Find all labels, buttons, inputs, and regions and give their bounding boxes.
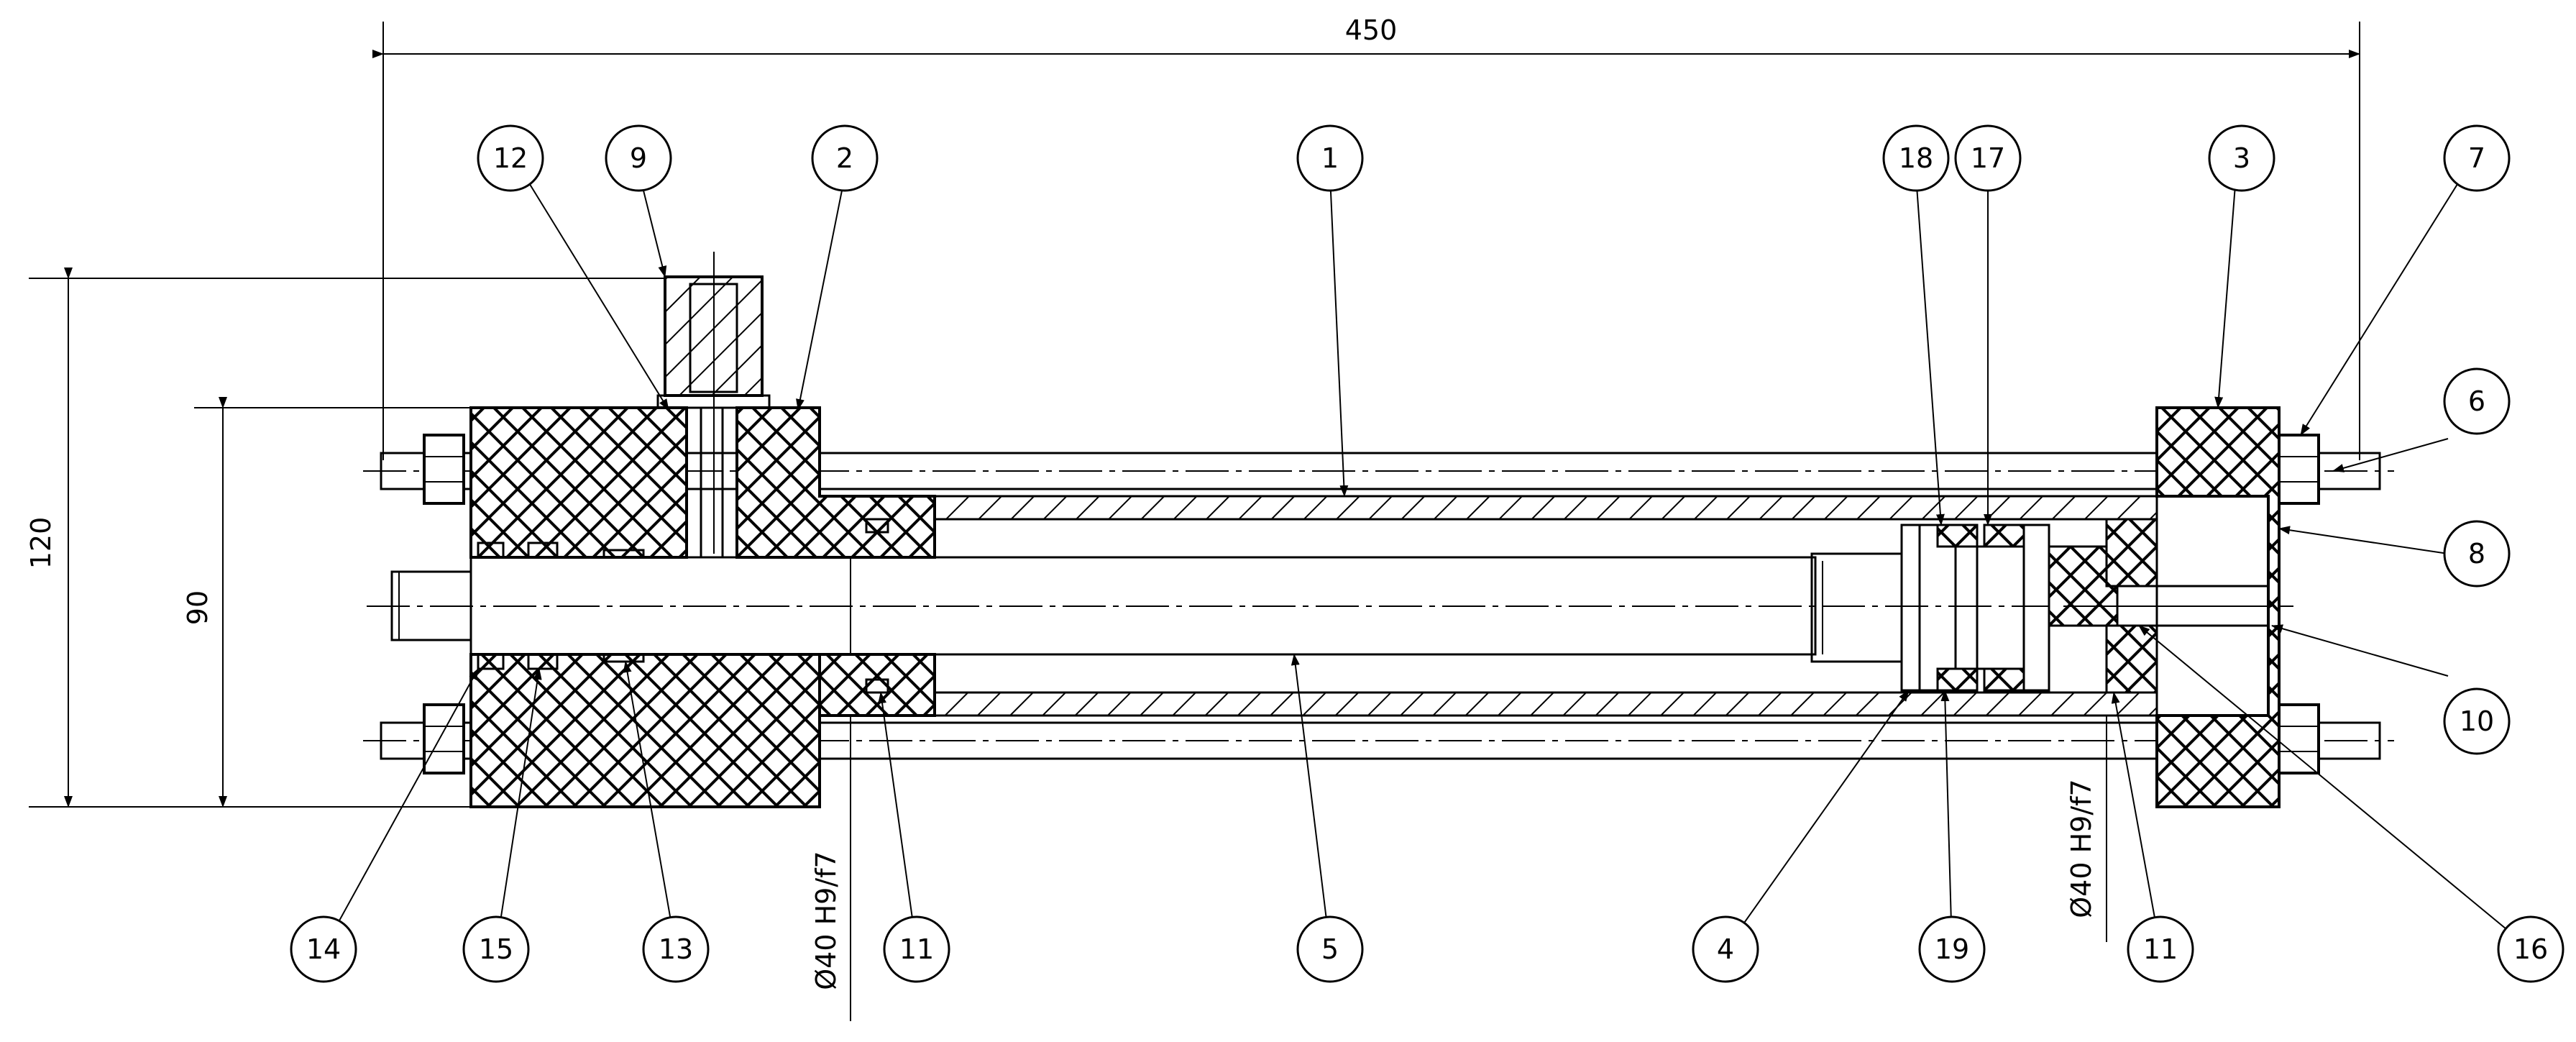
- svg-text:4: 4: [1717, 933, 1734, 965]
- svg-text:17: 17: [1971, 142, 2005, 174]
- balloon-14: 14: [290, 915, 357, 983]
- balloon-11-right: 11: [2127, 915, 2194, 983]
- front-head: [469, 406, 936, 808]
- nut-right-top: [2278, 434, 2320, 505]
- balloon-2: 2: [811, 124, 879, 192]
- balloon-6: 6: [2443, 367, 2511, 435]
- balloon-15: 15: [462, 915, 530, 983]
- balloon-4: 4: [1692, 915, 1759, 983]
- svg-text:7: 7: [2468, 142, 2485, 174]
- fit-right-label: Ø40 H9/f7: [2066, 779, 2097, 918]
- balloon-1: 1: [1296, 124, 1364, 192]
- svg-text:3: 3: [2233, 142, 2250, 174]
- nut-left-bottom: [423, 703, 465, 774]
- barrel-tube: [822, 495, 2158, 717]
- balloon-16: 16: [2497, 915, 2564, 983]
- balloon-11-left: 11: [883, 915, 950, 983]
- svg-text:8: 8: [2468, 538, 2485, 570]
- rear-head: [2063, 406, 2281, 808]
- balloon-13: 13: [642, 915, 710, 983]
- nut-left-top: [423, 434, 465, 505]
- dimension-450: 450: [372, 14, 2360, 460]
- balloon-19: 19: [1918, 915, 1986, 983]
- balloon-8: 8: [2443, 520, 2511, 588]
- svg-text:2: 2: [836, 142, 853, 174]
- svg-text:10: 10: [2460, 705, 2494, 737]
- balloon-3: 3: [2208, 124, 2275, 192]
- svg-text:13: 13: [659, 933, 693, 965]
- svg-text:11: 11: [2143, 933, 2178, 965]
- dimension-450-label: 450: [1345, 14, 1398, 46]
- svg-text:19: 19: [1935, 933, 1969, 965]
- nut-right-bottom: [2278, 703, 2320, 774]
- fit-left-label: Ø40 H9/f7: [810, 851, 842, 990]
- dimension-120-label: 120: [25, 517, 57, 570]
- balloon-10: 10: [2443, 687, 2511, 755]
- dimension-120: 120: [25, 268, 669, 808]
- balloon-18: 18: [1882, 124, 1950, 192]
- dimension-90-label: 90: [182, 590, 214, 625]
- balloon-5: 5: [1296, 915, 1364, 983]
- leader-lines: [323, 175, 2531, 950]
- fit-dimension-right: Ø40 H9/f7: [2066, 507, 2111, 942]
- svg-text:16: 16: [2513, 933, 2548, 965]
- svg-text:15: 15: [479, 933, 513, 965]
- svg-text:9: 9: [630, 142, 647, 174]
- balloon-12: 12: [477, 124, 544, 192]
- balloon-9: 9: [605, 124, 672, 192]
- svg-text:11: 11: [899, 933, 934, 965]
- svg-text:5: 5: [1321, 933, 1339, 965]
- fit-dimension-left: Ø40 H9/f7: [810, 503, 855, 1021]
- svg-text:12: 12: [493, 142, 528, 174]
- svg-text:18: 18: [1899, 142, 1933, 174]
- balloon-7: 7: [2443, 124, 2511, 192]
- piston-rod: [367, 556, 2293, 656]
- svg-text:14: 14: [306, 933, 341, 965]
- piston-assembly: [1810, 524, 2119, 692]
- svg-text:6: 6: [2468, 385, 2485, 417]
- port-fitting: [656, 252, 771, 554]
- dimension-90: 90: [182, 397, 475, 808]
- balloon-17: 17: [1954, 124, 2022, 192]
- svg-text:1: 1: [1321, 142, 1339, 174]
